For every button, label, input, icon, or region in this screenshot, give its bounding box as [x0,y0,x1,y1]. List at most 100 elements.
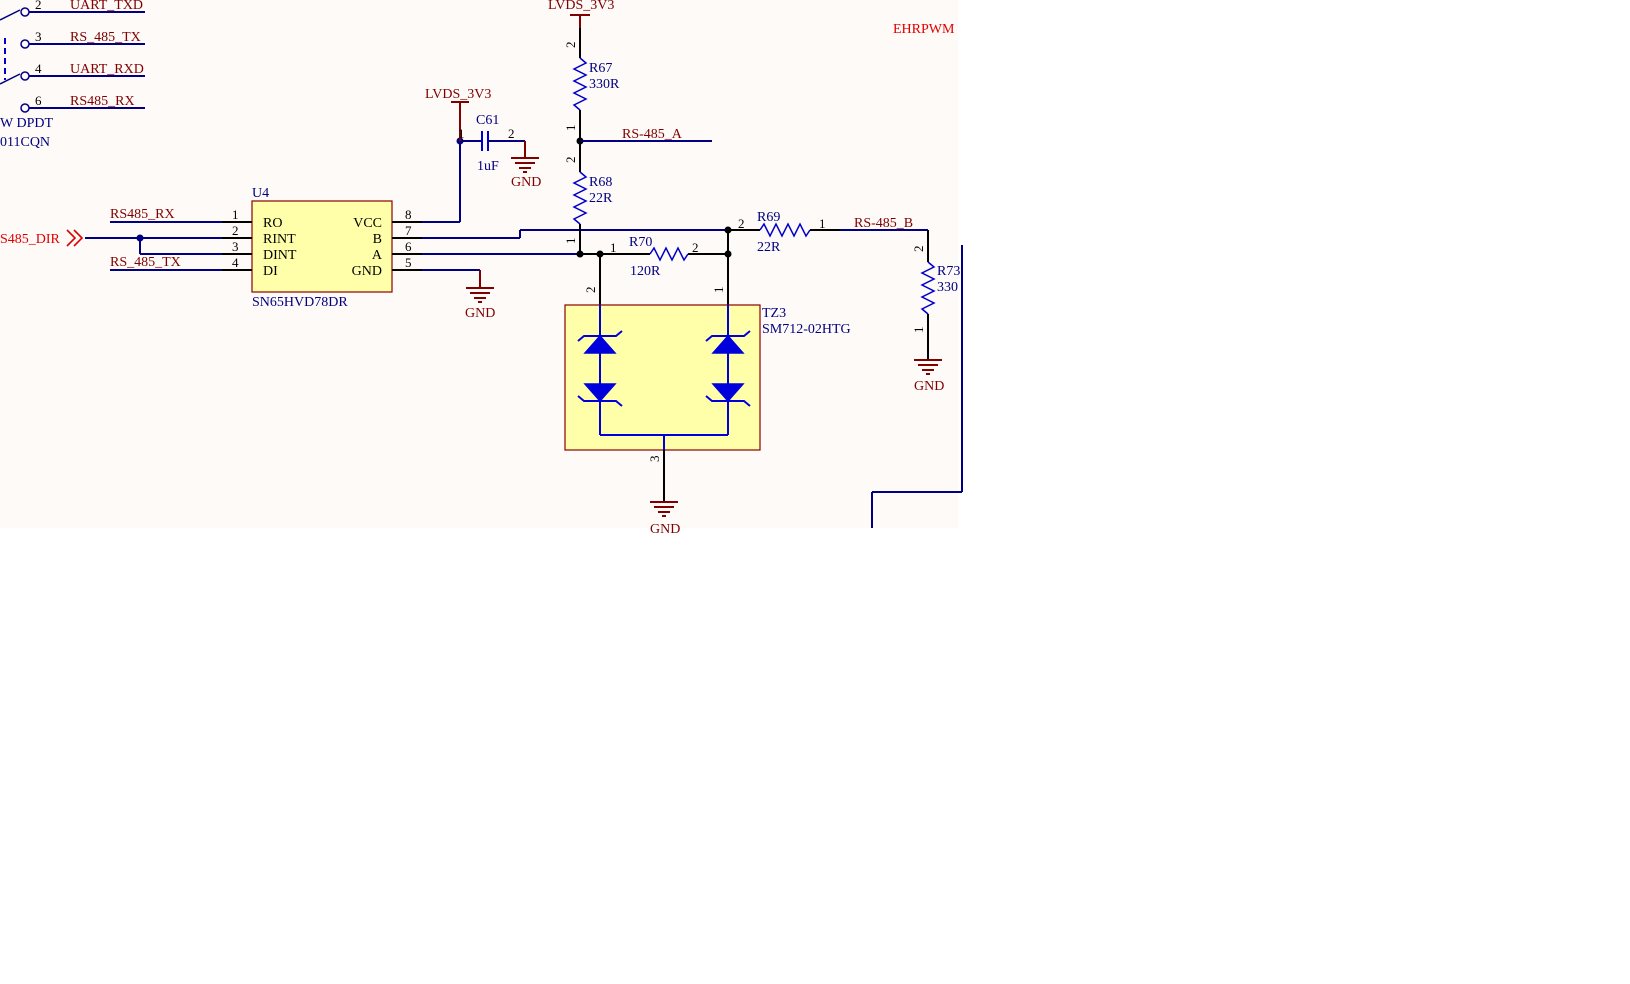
u4-pin-number: 7 [405,223,412,238]
net-label-rs485-a: RS-485_A [622,127,683,142]
switch-pin-row: 2 UART_TXD [20,0,145,17]
tz3-part-number: SM712-02HTG [762,322,851,337]
gnd-label: GND [511,175,541,190]
resistor-icon [572,171,588,225]
tvs-diode-icon [711,334,745,354]
gnd-label: GND [914,379,944,394]
tz3-tvs: 2 1 TZ3 SM712-02HTG 3 [564,254,851,502]
r68-pin-number: 2 [563,157,578,164]
c61-value: 1uF [477,159,499,174]
r68-value: 22R [589,191,613,206]
r70-pin-number: 1 [610,240,617,255]
gnd-tvs: GND [650,501,680,537]
r67-pin-number: 2 [563,42,578,49]
r67-designator: R67 [589,61,612,76]
power-label-lvds-cap: LVDS_3V3 [425,87,491,102]
r73-pin-number: 1 [911,327,926,334]
junction-dot [576,250,584,258]
r68-resistor: R68 22R 2 1 [563,141,613,254]
r68-pin-number: 1 [563,238,578,245]
port-label-rs485-dir: S485_DIR [0,232,61,247]
u4-transceiver: U4 SN65HVD78DR 1 2 3 4 RO RINT DINT DI 8… [222,186,422,310]
u4-pin-name-vcc: VCC [353,216,382,231]
gnd-label: GND [650,522,680,537]
r68-designator: R68 [589,175,612,190]
u4-designator: U4 [252,186,269,201]
tz3-pin-number: 1 [711,287,726,294]
u4-pin-name-gnd: GND [352,264,382,279]
r73-pin-number: 2 [911,246,926,253]
u4-pin-number: 8 [405,207,412,222]
power-lvds-top: LVDS_3V3 [548,0,614,28]
junction-dot [136,234,144,242]
r73-designator: R73 [937,264,960,279]
tvs-diode-icon [583,334,617,354]
r73-value: 330 [937,280,958,295]
c61-designator: C61 [476,113,499,128]
r69-pin-number: 2 [738,216,745,231]
net-label-rs485-tx-u4: RS_485_TX [110,255,181,270]
r70-designator: R70 [629,235,652,250]
u4-part-number: SN65HVD78DR [252,295,348,310]
switch-blade [0,9,21,21]
tz3-designator: TZ3 [762,306,786,321]
r70-value: 120R [630,264,661,279]
r69-value: 22R [757,240,781,255]
r69-resistor: R69 22R 2 1 [728,210,840,255]
switch-part-label: 011CQN [0,135,50,150]
u4-pin-number: 3 [232,239,239,254]
u4-pin-number: 2 [232,223,239,238]
u4-body [251,200,393,293]
u4-pin-name-rint: RINT [263,232,296,247]
u4-pin-name-a: A [372,248,383,263]
resistor-icon [759,222,811,238]
tvs-diode-icon [711,383,745,403]
switch-pin-row: 6 RS485_RX [20,93,145,113]
tz3-pin-number: 2 [583,287,598,294]
switch-blade [0,73,21,85]
switch-pin-row: 4 UART_RXD [20,61,145,81]
switch-pin-number: 6 [35,93,42,108]
u4-pin-name-b: B [373,232,382,247]
c61-capacitor: C61 1uF 1 2 [458,113,525,174]
c61-pin-number: 1 [458,126,465,141]
u4-pin-name-di: DI [263,264,278,279]
r69-designator: R69 [757,210,780,225]
switch-pin-number: 3 [35,29,42,44]
u4-pin-number: 6 [405,239,412,254]
net-label-rs485-rx: RS485_RX [70,94,135,109]
r69-pin-number: 1 [819,216,826,231]
switch-pin-number: 4 [35,61,42,76]
resistor-icon [920,261,936,315]
gnd-label: GND [465,306,495,321]
switch-fragment: 2 UART_TXD 3 RS_485_TX 4 UART_RXD 6 RS48… [0,0,145,150]
gnd-u4: GND [422,269,495,321]
r67-resistor: R67 330R 2 1 [563,28,620,141]
gnd-cap: GND [511,141,541,190]
tz3-pin-number: 3 [647,456,662,463]
net-label-uart-rxd: UART_RXD [70,62,144,77]
net-label-rs485-rx-u4: RS485_RX [110,207,175,222]
r70-pin-number: 2 [692,240,699,255]
port-arrow-icon [66,229,84,247]
r67-value: 330R [589,77,620,92]
u4-pin-number: 1 [232,207,239,222]
net-label-uart-txd: UART_TXD [70,0,143,13]
r73-resistor: R73 330 2 1 [911,230,960,360]
gnd-r73: GND [914,359,944,394]
tz3-body [564,304,761,451]
net-label-rs485-b: RS-485_B [854,216,913,231]
resistor-icon [649,246,689,262]
switch-type-label: W DPDT [0,116,53,131]
resistor-icon [572,57,588,111]
u4-pin-number: 4 [232,255,239,270]
r70-resistor: R70 120R 1 2 [580,235,728,279]
c61-pin-number: 2 [508,126,515,141]
power-label-lvds-top: LVDS_3V3 [548,0,614,13]
sheet-background [0,0,958,528]
u4-pin-name-dint: DINT [263,248,297,263]
switch-pin-row: 3 RS_485_TX [20,29,145,49]
ehrpwm-label: EHRPWM [893,22,955,37]
net-label-rs485-tx: RS_485_TX [70,30,141,45]
